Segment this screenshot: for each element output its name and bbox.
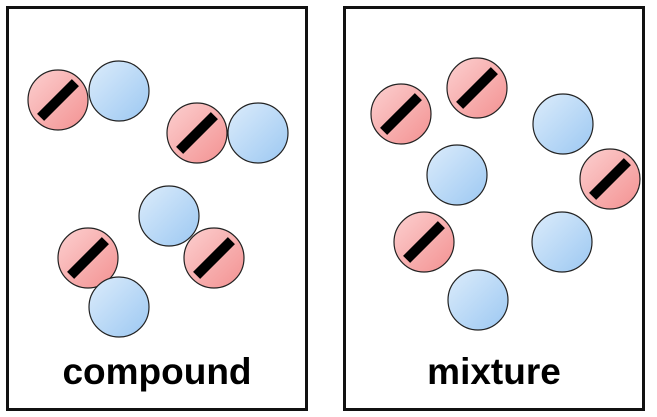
red-striped-atom-icon — [166, 102, 228, 164]
compound-panel: compound — [6, 6, 308, 411]
red-striped-atom-icon — [27, 69, 89, 131]
compound-particles — [27, 60, 289, 338]
compound-label: compound — [62, 351, 252, 392]
red-striped-atom-icon — [393, 211, 455, 273]
mixture-particles — [370, 57, 641, 331]
blue-atom-icon — [531, 211, 593, 273]
red-striped-atom-icon — [183, 227, 245, 289]
blue-atom-icon — [426, 144, 488, 206]
mixture-label: mixture — [427, 351, 561, 392]
blue-atom-icon — [447, 269, 509, 331]
blue-atom-icon — [532, 93, 594, 155]
red-striped-atom-icon — [579, 148, 641, 210]
red-striped-atom-icon — [370, 83, 432, 145]
blue-atom-icon — [138, 185, 200, 247]
red-striped-atom-icon — [57, 227, 119, 289]
blue-atom-icon — [227, 102, 289, 164]
blue-atom-icon — [88, 60, 150, 122]
mixture-panel: mixture — [343, 6, 645, 411]
blue-atom-icon — [88, 276, 150, 338]
red-striped-atom-icon — [446, 57, 508, 119]
